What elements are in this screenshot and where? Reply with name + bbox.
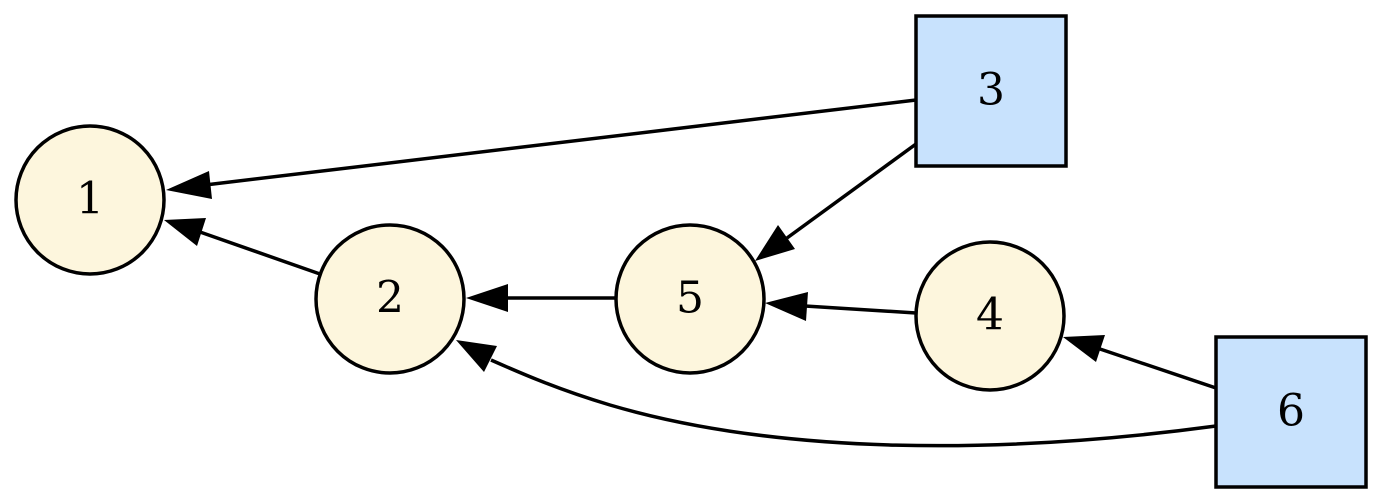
node-1[interactable]: 1	[14, 124, 166, 276]
edge-6-to-4-arrowhead	[1063, 335, 1105, 362]
node-2-circle	[314, 223, 466, 375]
edge-2-to-1-arrowhead	[164, 218, 206, 246]
node-5[interactable]: 5	[614, 223, 766, 375]
edge-6-to-2	[490, 358, 1217, 448]
edge-6-to-2-arrowhead	[456, 340, 497, 372]
edge-4-to-5-arrowhead	[765, 292, 808, 321]
node-2-label: 2	[376, 273, 404, 324]
edge-2-to-1	[199, 230, 321, 276]
node-2[interactable]: 2	[314, 223, 466, 375]
node-5-circle	[614, 223, 766, 375]
node-4-label: 4	[976, 290, 1004, 341]
node-3-square	[914, 14, 1068, 168]
edge-6-to-4	[1099, 347, 1217, 390]
node-5-label: 5	[676, 273, 704, 324]
node-6-square	[1214, 335, 1368, 489]
node-3-label: 3	[977, 65, 1005, 116]
edge-3-to-1-arrowhead	[166, 171, 212, 199]
node-6[interactable]: 6	[1214, 335, 1368, 489]
node-1-circle	[14, 124, 166, 276]
edges	[164, 98, 1217, 448]
node-4-circle	[914, 240, 1066, 392]
node-4[interactable]: 4	[914, 240, 1066, 392]
edge-3-to-5-arrowhead	[755, 225, 795, 261]
node-3[interactable]: 3	[914, 14, 1068, 168]
edge-4-to-5	[804, 304, 917, 315]
edge-3-to-5	[785, 142, 918, 240]
node-6-label: 6	[1277, 386, 1305, 437]
nodes: 1 2 3 4 5 6	[14, 14, 1368, 489]
edge-3-to-1	[204, 98, 917, 187]
node-1-label: 1	[76, 174, 104, 225]
edge-5-to-2-arrowhead	[466, 284, 508, 312]
